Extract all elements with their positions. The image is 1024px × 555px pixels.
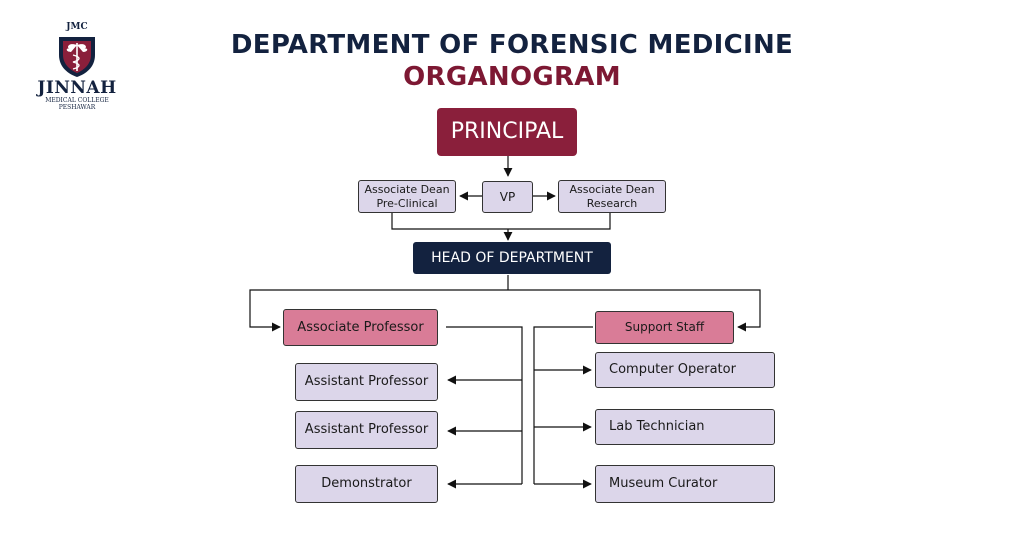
connector-deans-bracket xyxy=(391,213,611,230)
connector-hod-support xyxy=(508,289,761,332)
page-title: DEPARTMENT OF FORENSIC MEDICINE xyxy=(230,30,794,60)
logo-line-2: PESHAWAR xyxy=(58,104,96,111)
node-museum-curator: Museum Curator xyxy=(595,465,775,503)
node-associate-professor: Associate Professor xyxy=(283,309,438,346)
logo-name: JINNAH xyxy=(37,78,117,98)
connector-hod-assoc-prof xyxy=(249,289,508,332)
node-associate-dean-preclinical: Associate Dean Pre-Clinical xyxy=(358,180,456,213)
caduceus-shield-icon xyxy=(59,37,95,77)
logo-abbr: JMC xyxy=(66,22,88,32)
logo-line-1: MEDICAL COLLEGE xyxy=(45,97,109,104)
node-head-of-department: HEAD OF DEPARTMENT xyxy=(413,242,611,274)
node-associate-dean-research-line-1: Associate Dean xyxy=(569,183,655,197)
node-associate-dean-research-line-2: Research xyxy=(586,196,638,210)
node-demonstrator: Demonstrator xyxy=(295,465,438,503)
node-principal: PRINCIPAL xyxy=(437,108,577,156)
college-logo: JMC JINNAH MEDICAL COLLEGE PESHAWAR xyxy=(32,22,122,111)
node-associate-dean-preclinical-line-2: Pre-Clinical xyxy=(376,196,438,210)
node-support-staff: Support Staff xyxy=(595,311,734,344)
connector-support-trunk xyxy=(533,326,593,484)
node-assistant-professor-2: Assistant Professor xyxy=(295,411,438,449)
node-associate-dean-preclinical-line-1: Associate Dean xyxy=(364,183,450,197)
page-subtitle: ORGANOGRAM xyxy=(403,62,621,92)
node-associate-dean-research: Associate Dean Research xyxy=(558,180,666,213)
node-assistant-professor-1: Assistant Professor xyxy=(295,363,438,401)
node-vp: VP xyxy=(482,181,533,213)
connector-assoc-prof-trunk xyxy=(446,326,523,484)
node-lab-technician: Lab Technician xyxy=(595,409,775,445)
node-computer-operator: Computer Operator xyxy=(595,352,775,388)
